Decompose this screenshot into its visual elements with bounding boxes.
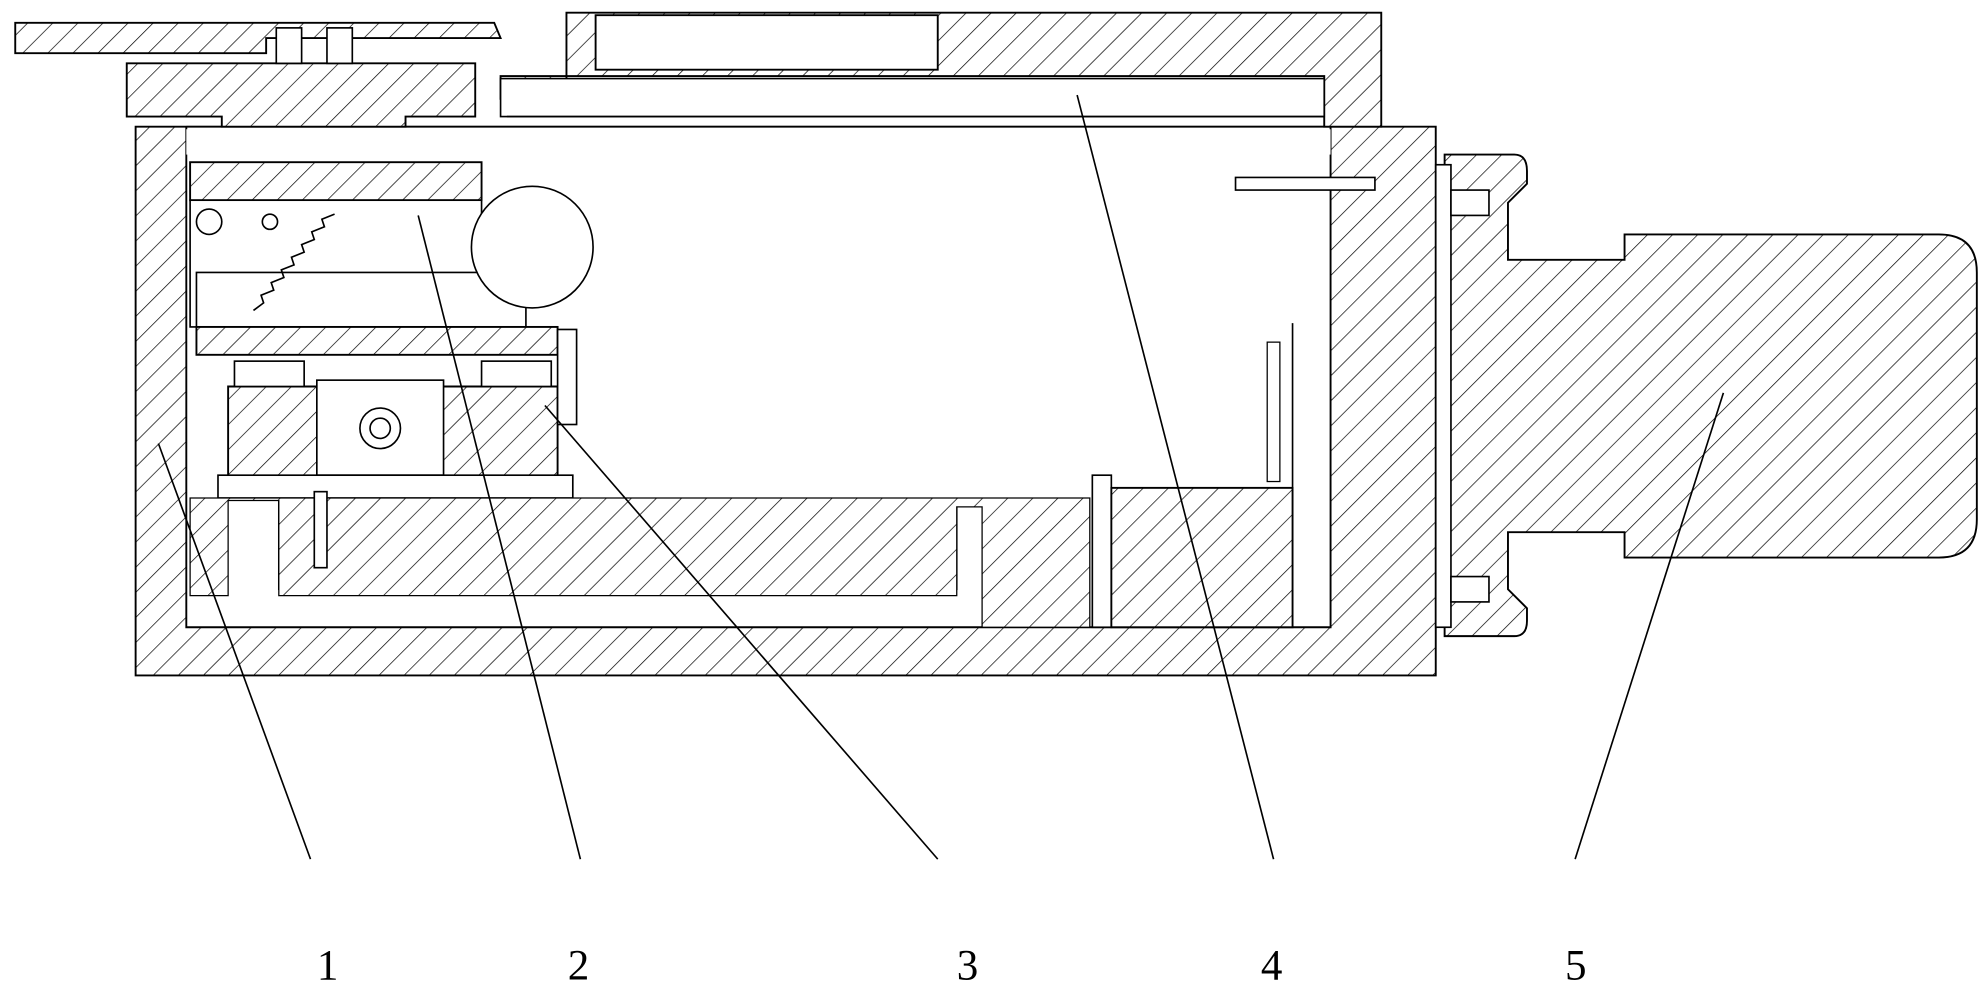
label-4: 4 (1261, 943, 1283, 990)
leader-line-5 (1574, 392, 1725, 860)
label-2: 2 (568, 943, 590, 990)
spring-left-icon (275, 27, 303, 65)
knob (1443, 153, 1978, 638)
lid-plate (14, 21, 502, 55)
screw-icon (1234, 176, 1376, 191)
leader-line-1 (157, 443, 312, 860)
leader-line-2 (417, 215, 582, 860)
label-3: 3 (957, 943, 979, 990)
mechanism-block (189, 161, 483, 202)
spring-right-icon (326, 27, 354, 65)
label-5: 5 (1565, 943, 1587, 990)
leader-line-4 (1076, 94, 1275, 860)
lid-seal-block (125, 62, 477, 128)
leader-line-3 (544, 404, 939, 860)
roller (470, 185, 594, 309)
lower-block (1110, 486, 1294, 629)
label-1: 1 (317, 943, 339, 990)
tension-spring-icon (252, 213, 335, 312)
